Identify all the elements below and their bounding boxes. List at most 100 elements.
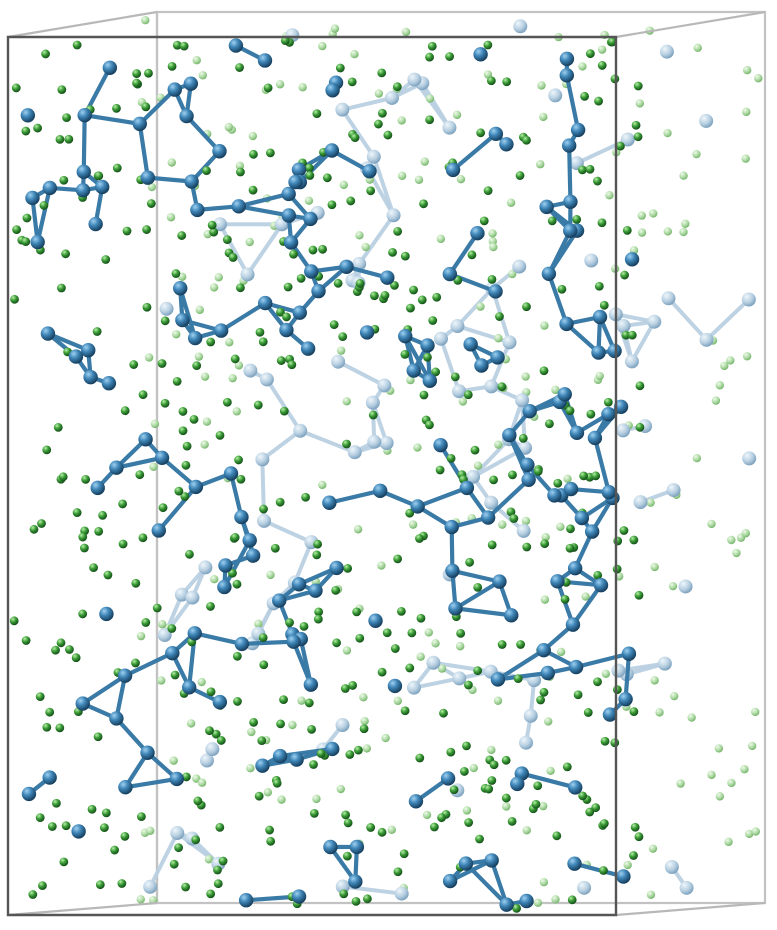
bond	[292, 540, 314, 585]
interstitial-atom	[599, 866, 608, 875]
network-atom	[522, 403, 537, 419]
bond	[148, 831, 180, 889]
bond	[298, 636, 313, 687]
interstitial-atom	[171, 269, 181, 278]
interstitial-atom	[350, 133, 360, 143]
interstitial-atom	[425, 115, 435, 125]
network-atom	[242, 533, 257, 548]
bond	[137, 87, 177, 126]
interstitial-atom	[329, 320, 339, 330]
network-atom	[601, 406, 616, 422]
interstitial-atom	[318, 41, 327, 51]
interstitial-atom	[211, 729, 221, 739]
network-atom	[212, 694, 228, 710]
interstitial-atom	[225, 338, 234, 347]
interstitial-atom	[215, 430, 225, 440]
interstitial-atom	[204, 855, 214, 864]
network-atom	[516, 523, 531, 538]
interstitial-atom	[469, 763, 478, 773]
interstitial-atom	[331, 585, 341, 595]
interstitial-atom	[473, 461, 483, 470]
interstitial-atom	[483, 186, 493, 196]
network-atom	[257, 513, 272, 528]
interstitial-atom	[58, 472, 68, 482]
bond	[455, 286, 495, 329]
bond	[137, 121, 150, 180]
interstitial-atom	[501, 793, 511, 803]
interstitial-atom	[228, 253, 238, 262]
interstitial-atom	[363, 894, 372, 904]
network-atom	[234, 636, 250, 652]
interstitial-atom	[396, 606, 406, 616]
network-atom	[657, 656, 672, 671]
interstitial-atom	[249, 149, 258, 159]
interstitial-atom	[277, 795, 286, 804]
interstitial-atom	[567, 895, 577, 905]
interstitial-atom	[350, 50, 359, 59]
interstitial-atom	[613, 536, 623, 546]
interstitial-atom	[595, 371, 604, 381]
network-atom	[557, 387, 572, 402]
network-atom	[291, 577, 307, 592]
interstitial-atom	[304, 698, 314, 708]
interstitial-atom	[754, 74, 763, 83]
network-atom	[169, 771, 184, 787]
network-atom	[541, 266, 557, 282]
interstitial-atom	[597, 45, 607, 54]
interstitial-atom	[383, 130, 393, 140]
interstitial-atom	[192, 774, 201, 783]
network-atom	[325, 741, 340, 757]
network-atom	[190, 202, 205, 218]
interstitial-atom	[693, 43, 702, 53]
interstitial-atom	[313, 614, 323, 624]
network-atom	[167, 82, 182, 97]
interstitial-atom	[253, 400, 263, 410]
interstitial-atom	[209, 227, 219, 237]
interstitial-atom	[599, 300, 609, 310]
network-atom	[480, 510, 496, 525]
interstitial-atom	[551, 895, 560, 904]
interstitial-atom	[230, 354, 240, 364]
network-atom	[470, 225, 485, 241]
interstitial-atom	[180, 492, 190, 501]
interstitial-atom	[428, 316, 438, 325]
interstitial-atom	[342, 851, 352, 861]
interstitial-atom	[715, 381, 725, 390]
interstitial-atom	[370, 291, 379, 301]
interstitial-atom	[305, 171, 315, 180]
interstitial-atom	[304, 163, 314, 173]
interstitial-atom	[103, 570, 113, 580]
interstitial-atom	[192, 361, 202, 371]
interstitial-atom	[556, 522, 565, 532]
network-atom	[223, 466, 239, 481]
network-atom	[291, 162, 307, 177]
interstitial-atom	[141, 16, 150, 25]
network-atom	[25, 190, 40, 206]
bond	[114, 673, 128, 721]
network-atom	[183, 76, 199, 91]
network-atom	[259, 372, 274, 387]
interstitial-atom	[368, 410, 378, 420]
interstitial-atom	[583, 708, 593, 717]
network-atom	[212, 144, 227, 159]
interstitial-atom	[355, 231, 364, 240]
interstitial-atom	[630, 822, 640, 832]
interstitial-atom	[200, 440, 209, 449]
interstitial-atom	[565, 406, 575, 416]
interstitial-atom	[234, 361, 244, 370]
interstitial-atom	[462, 806, 472, 815]
interstitial-atom	[259, 504, 268, 514]
interstitial-atom	[309, 760, 318, 769]
interstitial-atom	[272, 778, 282, 788]
interstitial-atom	[136, 631, 146, 641]
interstitial-atom	[42, 445, 52, 455]
interstitial-atom	[308, 245, 318, 255]
interstitial-atom	[112, 103, 121, 113]
interstitial-atom	[45, 707, 55, 717]
interstitial-atom	[607, 37, 617, 47]
interstitial-atom	[751, 707, 760, 717]
interstitial-atom	[562, 762, 572, 772]
network-atom	[616, 869, 631, 884]
interstitial-atom	[600, 736, 610, 746]
interstitial-atom	[206, 602, 215, 611]
